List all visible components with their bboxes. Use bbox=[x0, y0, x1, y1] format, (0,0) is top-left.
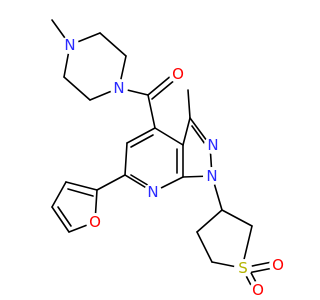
bond-py-1 bbox=[126, 127, 156, 144]
bond-py-2 bbox=[124, 142, 128, 176]
atom-n-pyridine: N bbox=[144, 183, 162, 201]
molecule-structure: N N O N N N O S bbox=[51, 19, 287, 299]
atom-n-pip-bottom: N bbox=[110, 79, 128, 97]
bond-fu-1-inner bbox=[67, 188, 94, 197]
bond-pz-methyl bbox=[187, 89, 191, 119]
atom-o-furan: O bbox=[86, 213, 104, 231]
bond-py-1-inner bbox=[130, 134, 154, 148]
bond-py-furan bbox=[96, 174, 126, 191]
bond-th-2 bbox=[196, 231, 213, 263]
atom-labels: N N O N N N O S bbox=[61, 36, 287, 299]
bond-fu-2 bbox=[51, 181, 67, 208]
bond-fu-1 bbox=[65, 181, 98, 191]
atom-n-pip-top: N bbox=[61, 36, 79, 54]
atom-label-o-furan: O bbox=[89, 213, 101, 231]
bond-fu-3-inner bbox=[57, 206, 72, 227]
bond-pip-5 bbox=[63, 76, 91, 101]
atom-o-sulfone-2: O bbox=[269, 256, 287, 274]
bond-th-5 bbox=[221, 209, 253, 227]
atom-label-n-pyridine: N bbox=[147, 183, 158, 201]
bond-pip-2 bbox=[99, 32, 127, 57]
atom-o-carbonyl: O bbox=[169, 65, 187, 83]
bond-pz-1 bbox=[182, 117, 191, 146]
atom-label-o-sulfone-1: O bbox=[252, 281, 264, 299]
bond-co-a bbox=[147, 74, 173, 96]
atom-o-sulfone-1: O bbox=[249, 281, 267, 299]
bond-pz-2-inner bbox=[191, 125, 206, 145]
atom-label-s-sulfone: S bbox=[238, 259, 248, 277]
atom-label-o-carbonyl: O bbox=[172, 65, 184, 83]
atom-s-sulfone: S bbox=[234, 259, 252, 277]
atom-label-n-pip-top: N bbox=[64, 36, 75, 54]
atom-label-o-sulfone-2: O bbox=[272, 256, 284, 274]
bond-co-b bbox=[151, 78, 177, 100]
atom-label-n-pyrazole-2: N bbox=[207, 136, 218, 154]
atom-n-pyrazole-2: N bbox=[204, 136, 222, 154]
atom-label-n-pip-bottom: N bbox=[113, 79, 124, 97]
atom-label-n-pyrazole-1: N bbox=[206, 167, 217, 185]
bond-py-6 bbox=[154, 127, 184, 146]
bond-th-1 bbox=[196, 209, 223, 233]
atom-n-pyrazole-1: N bbox=[203, 167, 221, 185]
bond-fu-3 bbox=[51, 206, 70, 233]
bond-carbonyl-c4 bbox=[147, 94, 156, 129]
bonds bbox=[51, 19, 274, 292]
